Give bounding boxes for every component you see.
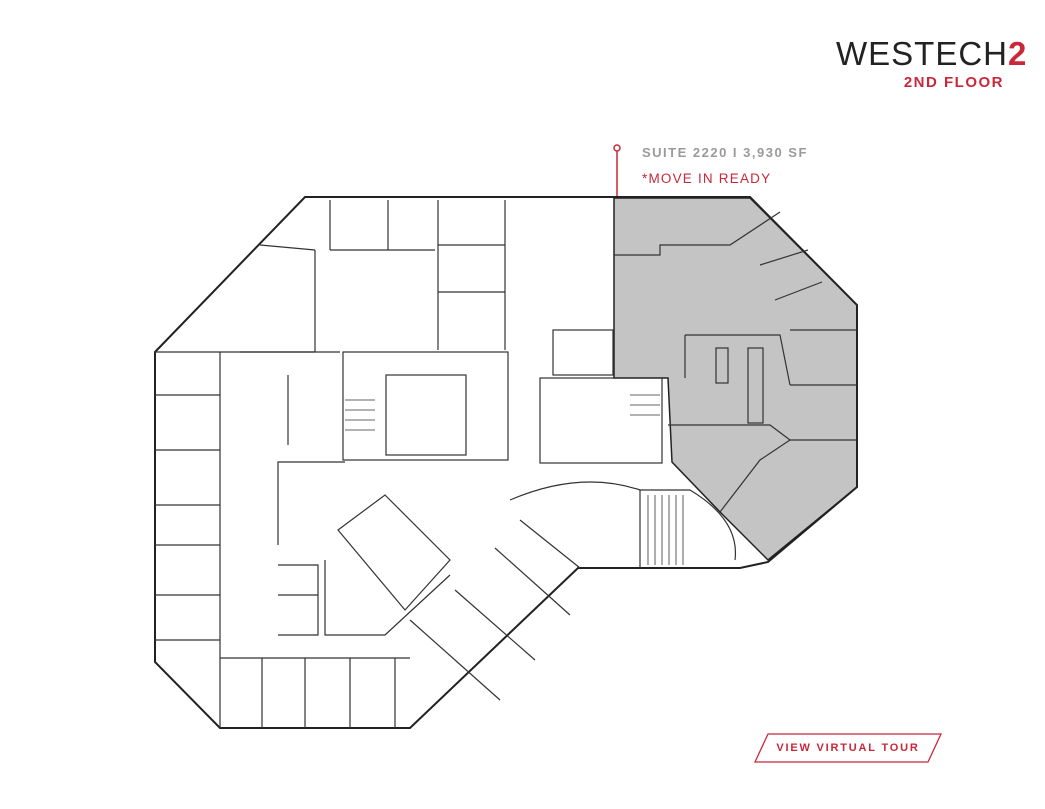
brand-number: 2	[1008, 35, 1028, 72]
suite-2220-area[interactable]	[613, 197, 858, 562]
move-in-ready-label: *MOVE IN READY	[642, 171, 772, 186]
brand-text: WESTECH	[836, 35, 1008, 72]
floor-label: 2ND FLOOR	[903, 74, 1004, 91]
building-outline	[154, 196, 858, 729]
button-frame	[754, 733, 942, 763]
building-logo: WESTECH2 2ND FLOOR	[836, 35, 1026, 92]
interior-walls	[155, 200, 857, 728]
virtual-tour-label: VIEW VIRTUAL TOUR	[776, 742, 920, 754]
brand-name: WESTECH2	[836, 35, 1026, 72]
suite-info: SUITE 2220 I 3,930 SF	[642, 145, 808, 160]
suite-pin-icon	[613, 144, 621, 198]
view-virtual-tour-button[interactable]: VIEW VIRTUAL TOUR	[754, 733, 942, 763]
